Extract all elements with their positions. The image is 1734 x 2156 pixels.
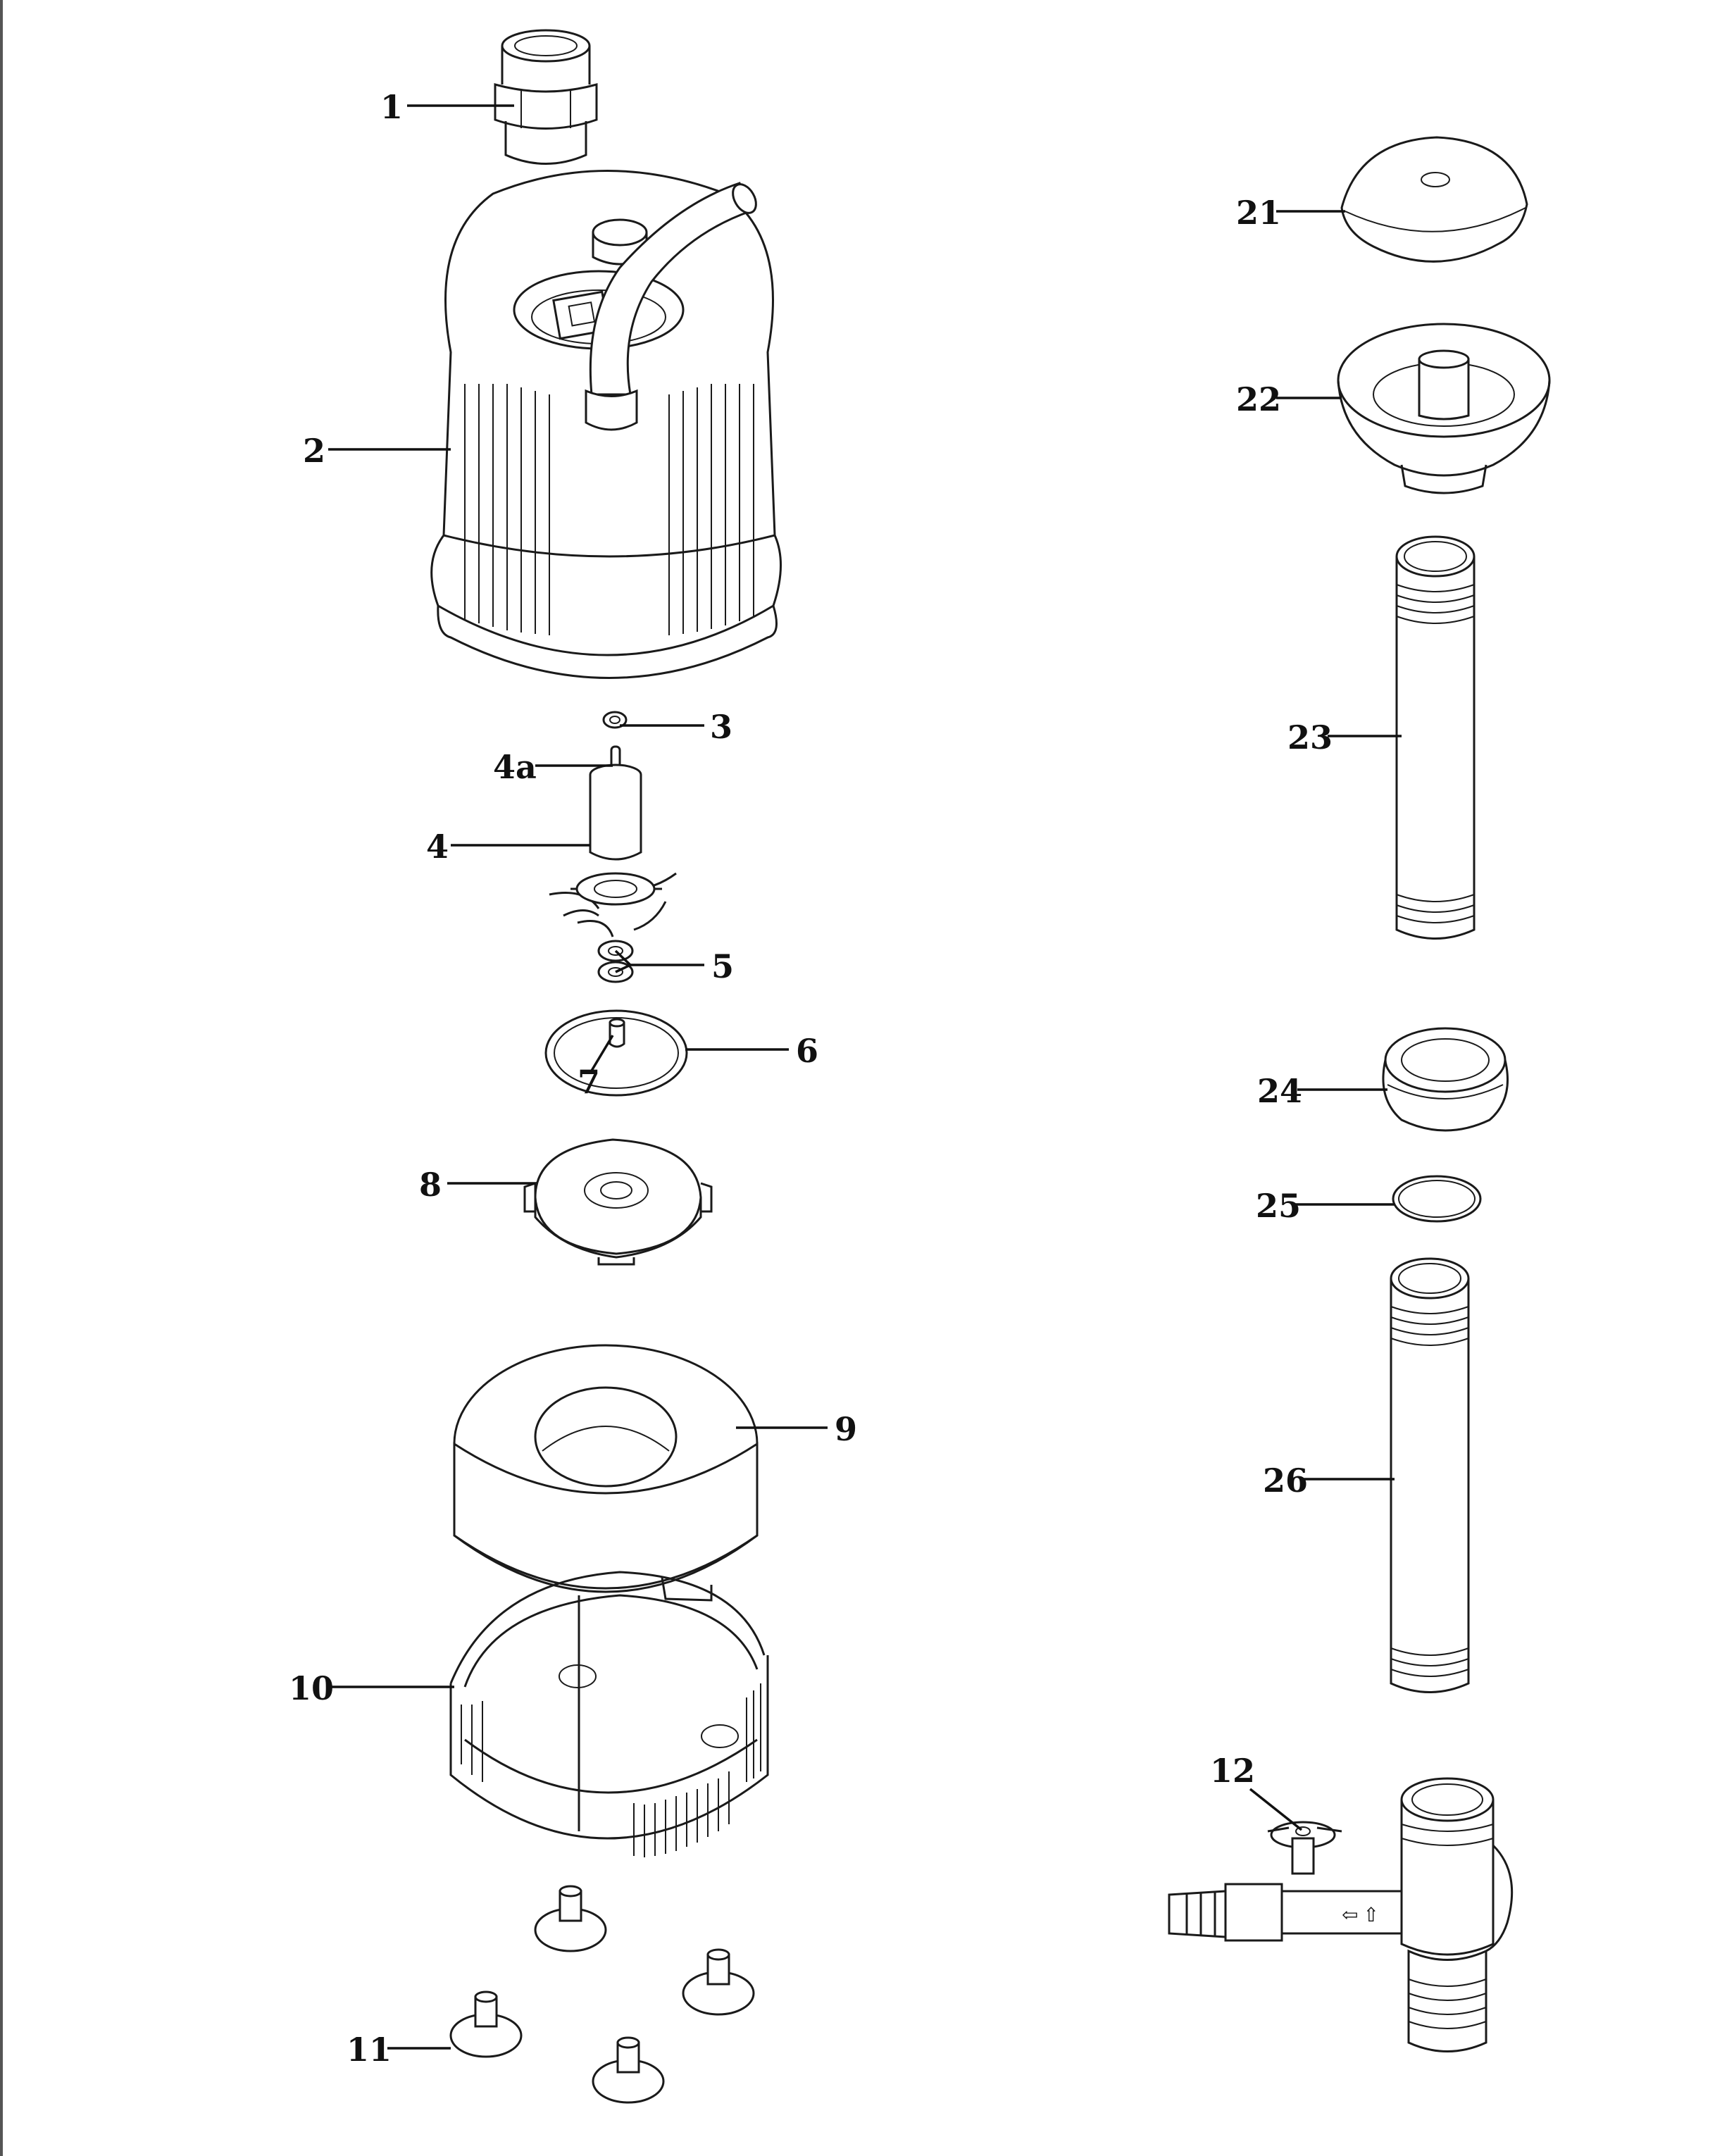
- callout-4a: 4a: [493, 748, 537, 786]
- callout-11: 11: [347, 2031, 392, 2069]
- page-border: [0, 0, 3, 2156]
- svg-text:⇦: ⇦: [1342, 1903, 1358, 1926]
- part-24-nut: [1382, 1027, 1509, 1132]
- part-12-tee-valve: ⇦ ⇧: [1168, 1777, 1514, 2052]
- part-2-pump-housing: [430, 170, 782, 679]
- part-11-suction-feet: [449, 1885, 755, 2104]
- callout-12: 12: [1210, 1752, 1255, 1790]
- part-23-long-tube: [1395, 535, 1476, 940]
- part-25-o-ring: [1392, 1175, 1482, 1223]
- part-26-short-tube: [1390, 1257, 1470, 1693]
- callout-24: 24: [1257, 1072, 1302, 1110]
- part-22-fountain-base: [1337, 323, 1551, 494]
- callout-26: 26: [1263, 1462, 1308, 1500]
- part-4-impeller: [549, 745, 677, 937]
- callout-6: 6: [796, 1032, 818, 1070]
- part-1-connector: [494, 29, 598, 165]
- callout-8: 8: [419, 1166, 442, 1204]
- part-3-bush: [602, 711, 628, 729]
- callout-3: 3: [710, 708, 732, 746]
- callout-7: 7: [578, 1063, 600, 1101]
- leader-lines: [328, 104, 1402, 2050]
- callout-4: 4: [426, 828, 449, 866]
- callout-5: 5: [711, 947, 734, 985]
- callout-9: 9: [835, 1410, 857, 1448]
- part-10-base-cage: [449, 1571, 769, 1857]
- part-8-cover-plate: [523, 1138, 713, 1266]
- part-21-fountain-head: [1340, 136, 1528, 263]
- callout-10: 10: [289, 1669, 334, 1707]
- part-6-seal-ring: [544, 1009, 688, 1097]
- callout-21: 21: [1236, 194, 1281, 232]
- callout-2: 2: [303, 432, 325, 470]
- callout-22: 22: [1236, 380, 1281, 418]
- callout-labels: 1 2 3 4a 4 5 6 7 8 9 10 11 12 21 22 23 2…: [289, 88, 1333, 2069]
- callout-1: 1: [380, 88, 403, 126]
- part-9-foam-ring: [453, 1344, 759, 1593]
- callout-23: 23: [1287, 718, 1333, 756]
- svg-text:⇧: ⇧: [1363, 1903, 1379, 1926]
- callout-25: 25: [1256, 1187, 1301, 1225]
